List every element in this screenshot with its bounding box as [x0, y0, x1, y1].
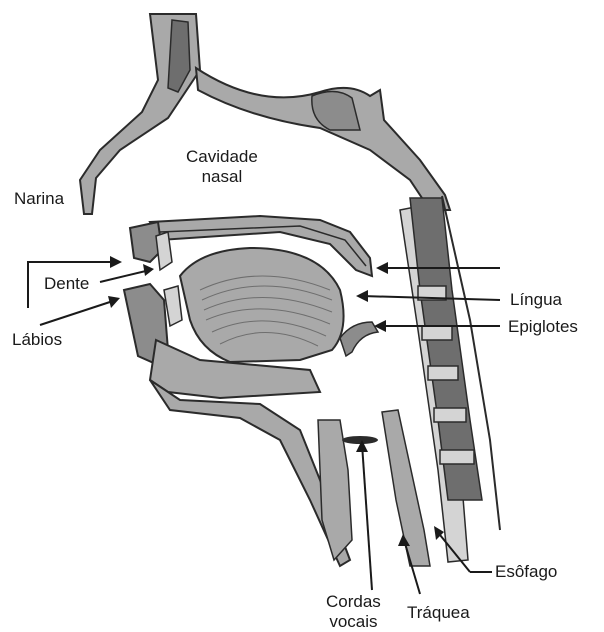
narina-label: Narina — [14, 189, 64, 209]
esofago-label: Esôfago — [495, 562, 557, 582]
lower-tooth — [164, 286, 182, 326]
nasal-cavity-roof — [196, 68, 450, 210]
tongue — [180, 248, 344, 362]
cavidade-nasal-label: Cavidade nasal — [186, 147, 258, 187]
labios-label: Lábios — [12, 330, 62, 350]
dente-pointer — [100, 270, 150, 282]
dente-label: Dente — [44, 274, 89, 294]
cordas-vocais-label: Cordas vocais — [326, 592, 381, 632]
cavidade-nasal-line1: Cavidade — [186, 147, 258, 167]
cordas-vocais-line2: vocais — [326, 612, 381, 632]
epiglotes-label: Epiglotes — [508, 317, 578, 337]
cavidade-nasal-line2: nasal — [186, 167, 258, 187]
labios-pointer — [40, 300, 116, 325]
cordas-vocais-line1: Cordas — [326, 592, 381, 612]
cordas-pointer — [362, 444, 372, 590]
traqueia-label: Tráquea — [407, 603, 470, 623]
epiglottis — [340, 322, 378, 356]
lingua-label: Língua — [510, 290, 562, 310]
vocal-cords — [342, 436, 378, 444]
